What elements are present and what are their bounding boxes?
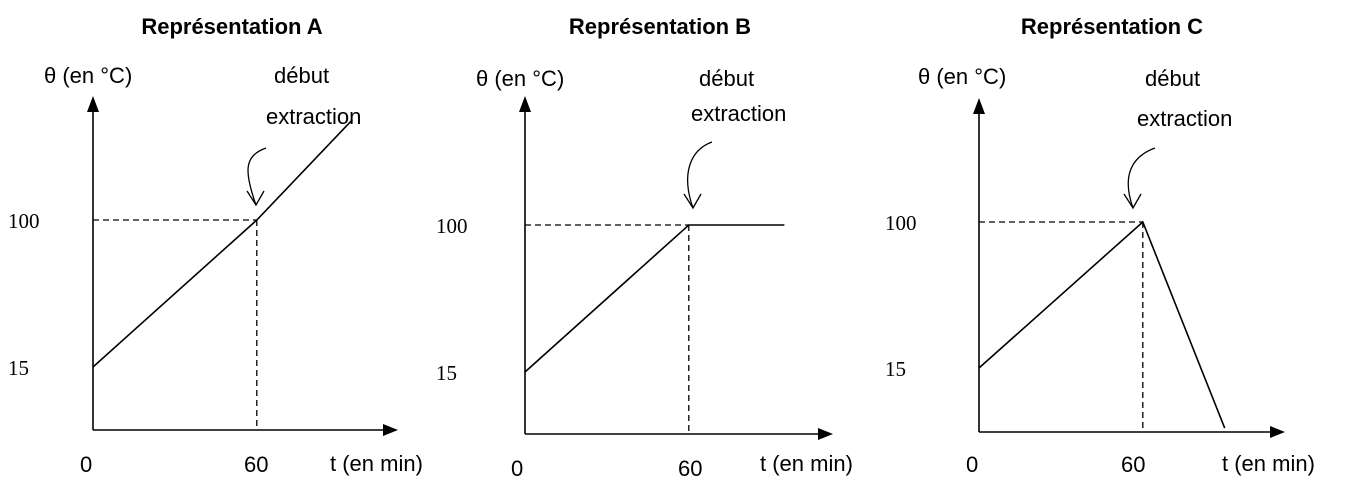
y-tick-label: 15 (8, 356, 29, 380)
annotation-arrow (687, 141, 713, 209)
x-axis-arrowhead (383, 424, 398, 436)
y-tick-label: 100 (436, 214, 468, 238)
y-axis-arrowhead (973, 98, 985, 114)
x-tick-label: 0 (80, 452, 92, 477)
temperature-curve (92, 119, 353, 368)
chart-title: Représentation C (1021, 14, 1203, 39)
temperature-curve (978, 220, 1226, 429)
x-axis-arrowhead (818, 428, 833, 440)
annotation-arrowhead (683, 193, 702, 210)
y-tick-label: 100 (8, 209, 40, 233)
x-axis-label: t (en min) (1222, 451, 1315, 476)
annotation-label: début (699, 66, 754, 91)
chart-panel-2: Représentation B θ (en °C) t (en min) 100 15… (436, 14, 853, 481)
x-tick-label: 0 (966, 452, 978, 477)
annotation-label: extraction (691, 101, 786, 126)
y-tick-label: 100 (885, 211, 917, 235)
y-tick-label: 15 (436, 361, 457, 385)
annotation-arrowhead (1123, 193, 1142, 210)
y-axis-arrowhead (87, 96, 99, 112)
x-axis-label: t (en min) (330, 451, 423, 476)
x-tick-label: 60 (678, 456, 702, 481)
chart-title: Représentation A (141, 14, 322, 39)
chart-panel-1: Représentation A θ (en °C) t (en min) 100 15… (8, 14, 423, 477)
annotation-label: début (1145, 66, 1200, 91)
y-axis-label: θ (en °C) (476, 66, 564, 91)
x-tick-label: 0 (511, 456, 523, 481)
x-axis-arrowhead (1270, 426, 1285, 438)
temperature-curve (524, 224, 785, 373)
annotation-arrowhead (246, 190, 265, 207)
x-tick-label: 60 (1121, 452, 1145, 477)
y-axis-label: θ (en °C) (44, 63, 132, 88)
annotation-label: extraction (1137, 106, 1232, 131)
y-axis-label: θ (en °C) (918, 64, 1006, 89)
annotation-label: début (274, 63, 329, 88)
chart-panel-3: Représentation C θ (en °C) t (en min) 100 15… (885, 14, 1315, 477)
chart-title: Représentation B (569, 14, 751, 39)
annotation-label: extraction (266, 104, 361, 129)
x-tick-label: 60 (244, 452, 268, 477)
annotation-arrow (247, 147, 267, 206)
annotation-arrow (1127, 147, 1156, 209)
x-axis-label: t (en min) (760, 451, 853, 476)
y-tick-label: 15 (885, 357, 906, 381)
y-axis-arrowhead (519, 96, 531, 112)
